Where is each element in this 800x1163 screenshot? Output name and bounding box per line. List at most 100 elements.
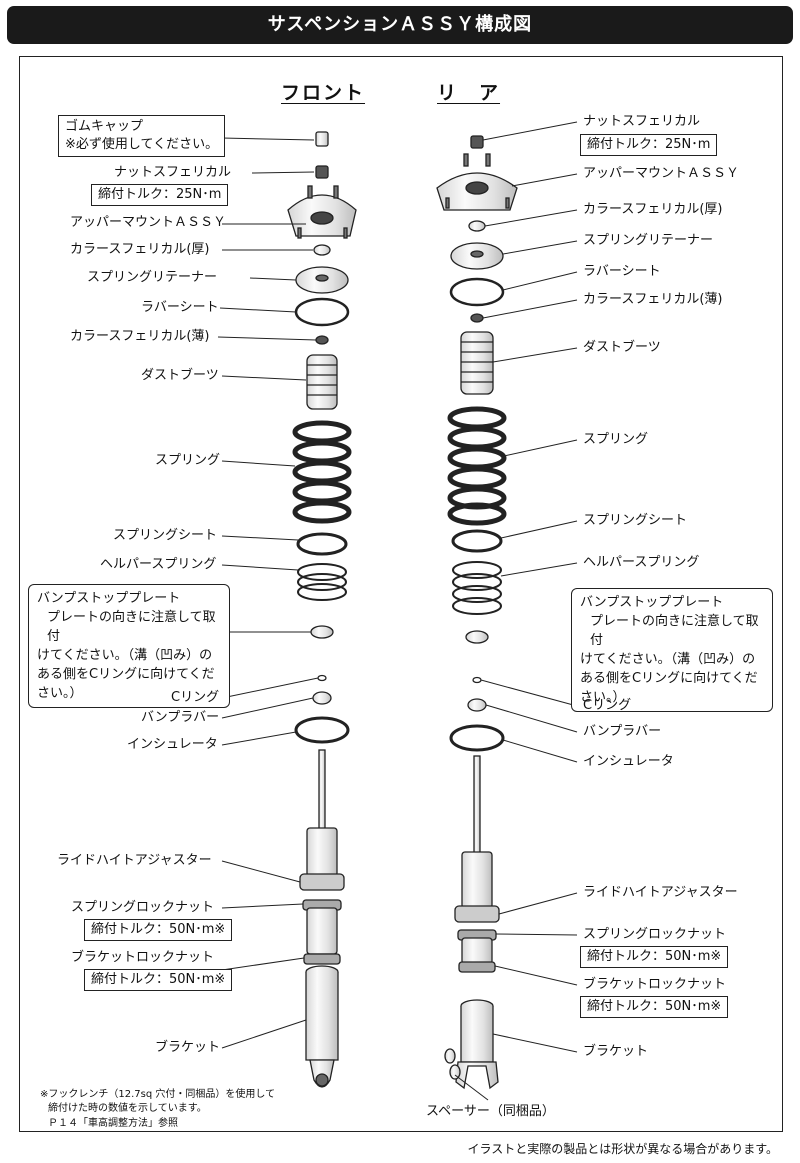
front-nut-spherical-label: ナットスフェリカル <box>114 165 232 180</box>
footnote-line-1: ※フックレンチ（12.7sq 穴付・同梱品）を使用して <box>40 1089 276 1100</box>
rear-insulator-label: インシュレータ <box>583 754 674 769</box>
rear-spring-label: スプリング <box>583 432 649 447</box>
front-upper-mount-label: アッパーマウントＡＳＳＹ <box>70 215 227 230</box>
front-spring-seat-label: スプリングシート <box>113 528 218 543</box>
rear-nut-torque: 締付トルク：25N･m <box>580 134 718 156</box>
front-heading: フロント <box>281 82 366 104</box>
front-ride-height-adjuster <box>299 873 345 891</box>
front-rubber-cap-box: ゴムキャップ ※必ず使用してください。 <box>58 115 226 157</box>
rear-rubber-seat <box>449 277 505 307</box>
rear-bump-note-2: けてください。（溝（凹み）の <box>580 652 756 667</box>
front-dust-boot <box>306 354 338 410</box>
front-rubber-seat <box>294 297 350 327</box>
rear-bracket-lock-torque: 締付トルク：50N･m※ <box>580 996 729 1018</box>
front-insulator <box>294 716 350 744</box>
rear-collar-thick-label: カラースフェリカル(厚) <box>583 202 723 217</box>
front-nut-spherical <box>315 165 329 179</box>
front-collar-thick <box>313 244 331 256</box>
front-bracket-lock-nut <box>303 953 341 965</box>
rear-bump-plate-label: バンプストッププレート <box>580 595 724 610</box>
rear-c-ring-label: Cリング <box>583 698 632 713</box>
front-bump-plate-label: バンプストッププレート <box>37 591 181 606</box>
rear-bracket-label: ブラケット <box>583 1044 649 1059</box>
rear-bracket <box>460 1006 494 1063</box>
rear-bump-note-1: プレートの向きに注意して取付 <box>590 614 759 648</box>
front-c-ring-label: Cリング <box>171 690 220 705</box>
rear-helper-spring-label: ヘルパースプリング <box>583 555 700 570</box>
rear-bump-plate <box>465 630 489 644</box>
front-rubber-cap-note: ※必ず使用してください。 <box>65 137 219 152</box>
front-collar-thick-label: カラースフェリカル(厚) <box>70 242 210 257</box>
front-bracket-label: ブラケット <box>155 1040 221 1055</box>
rear-damper-body <box>461 851 493 909</box>
front-spring-lock-torque: 締付トルク：50N･m※ <box>84 919 233 941</box>
disclaimer: イラストと実際の製品とは形状が異なる場合があります。 <box>467 1142 778 1156</box>
rear-insulator <box>449 724 505 752</box>
front-spring-label: スプリング <box>155 453 221 468</box>
front-nut-torque: 締付トルク：25N･m <box>91 184 229 206</box>
front-spring-lock-nut-label: スプリングロックナット <box>71 900 215 915</box>
rear-spring-lock-torque: 締付トルク：50N･m※ <box>580 946 729 968</box>
front-bump-note-4: さい。） <box>37 686 83 701</box>
rear-c-ring <box>472 676 482 684</box>
rear-bracket-lock-nut-label: ブラケットロックナット <box>583 977 727 992</box>
front-helper-spring-label: ヘルパースプリング <box>100 557 217 572</box>
front-ride-height-adjuster-label: ライドハイトアジャスター <box>57 853 212 868</box>
rear-nut-spherical <box>470 135 484 149</box>
rear-spring-lock-nut-label: スプリングロックナット <box>583 927 727 942</box>
footnote-line-3: Ｐ１４「車高調整方法」参照 <box>48 1118 178 1129</box>
front-bump-rubber <box>312 691 332 705</box>
rear-nut-spherical-label: ナットスフェリカル <box>583 114 701 129</box>
rear-ride-height-adjuster <box>454 905 500 923</box>
diagram-frame <box>19 56 783 1132</box>
front-bump-plate <box>310 625 334 639</box>
front-bump-plate-callout: バンプストッププレート プレートの向きに注意して取付 けてください。（溝（凹み）… <box>28 584 230 708</box>
rear-dust-boot-label: ダストブーツ <box>583 340 661 355</box>
rear-dust-boot <box>460 331 494 395</box>
front-bump-note-3: ある側をCリングに向けてくだ <box>37 667 215 682</box>
rear-spring-seat-label: スプリングシート <box>583 513 688 528</box>
front-dust-boot-label: ダストブーツ <box>141 368 219 383</box>
rear-bump-rubber-label: バンプラバー <box>583 724 662 739</box>
front-rubber-seat-label: ラバーシート <box>141 300 219 315</box>
front-bump-rubber-label: バンプラバー <box>141 710 220 725</box>
rear-damper-rod <box>473 755 481 855</box>
front-damper-rod <box>318 749 326 831</box>
front-spring-retainer-label: スプリングリテーナー <box>87 270 218 285</box>
rear-bump-note-4: さい。） <box>580 690 626 705</box>
rear-collar-thick <box>468 220 486 232</box>
front-bracket <box>305 972 339 1061</box>
rear-collar-thin-label: カラースフェリカル(薄) <box>583 292 723 307</box>
front-collar-thin-label: カラースフェリカル(薄) <box>70 329 210 344</box>
front-spring-seat <box>296 532 348 556</box>
front-collar-thin <box>315 335 329 345</box>
front-spring <box>292 420 352 524</box>
front-helper-spring <box>297 563 347 601</box>
rear-collar-thin <box>470 313 484 323</box>
rear-upper-mount-label: アッパーマウントＡＳＳＹ <box>583 166 740 181</box>
front-parts <box>287 131 357 1088</box>
rear-leader-lines <box>454 121 578 1101</box>
rear-bump-note-3: ある側をCリングに向けてくだ <box>580 671 758 686</box>
rear-spacer-label: スペーサー（同梱品） <box>426 1104 555 1119</box>
rear-spring <box>447 406 507 526</box>
rear-spacer <box>444 1048 456 1064</box>
rear-heading: リ ア <box>437 82 501 104</box>
front-c-ring <box>317 674 327 682</box>
rear-bump-plate-callout: バンプストッププレート プレートの向きに注意して取付 けてください。（溝（凹み）… <box>571 588 773 712</box>
rear-spring-seat <box>451 529 503 553</box>
front-damper-body <box>306 827 338 877</box>
front-bracket-lock-torque: 締付トルク：50N･m※ <box>84 969 233 991</box>
front-rubber-cap-label: ゴムキャップ <box>65 119 144 134</box>
rear-bracket-lock-nut <box>458 961 496 973</box>
front-bump-note-1: プレートの向きに注意して取付 <box>47 610 216 644</box>
rear-spring-retainer-label: スプリングリテーナー <box>583 233 714 248</box>
footnote-line-2: 締付けた時の数値を示しています。 <box>48 1103 207 1114</box>
rear-bump-rubber <box>467 698 487 712</box>
rear-rubber-seat-label: ラバーシート <box>583 264 661 279</box>
front-insulator-label: インシュレータ <box>127 737 218 752</box>
page-title: サスペンションＡＳＳＹ構成図 <box>7 6 793 44</box>
rear-parts <box>436 135 518 1090</box>
front-leader-lines <box>217 137 319 1049</box>
